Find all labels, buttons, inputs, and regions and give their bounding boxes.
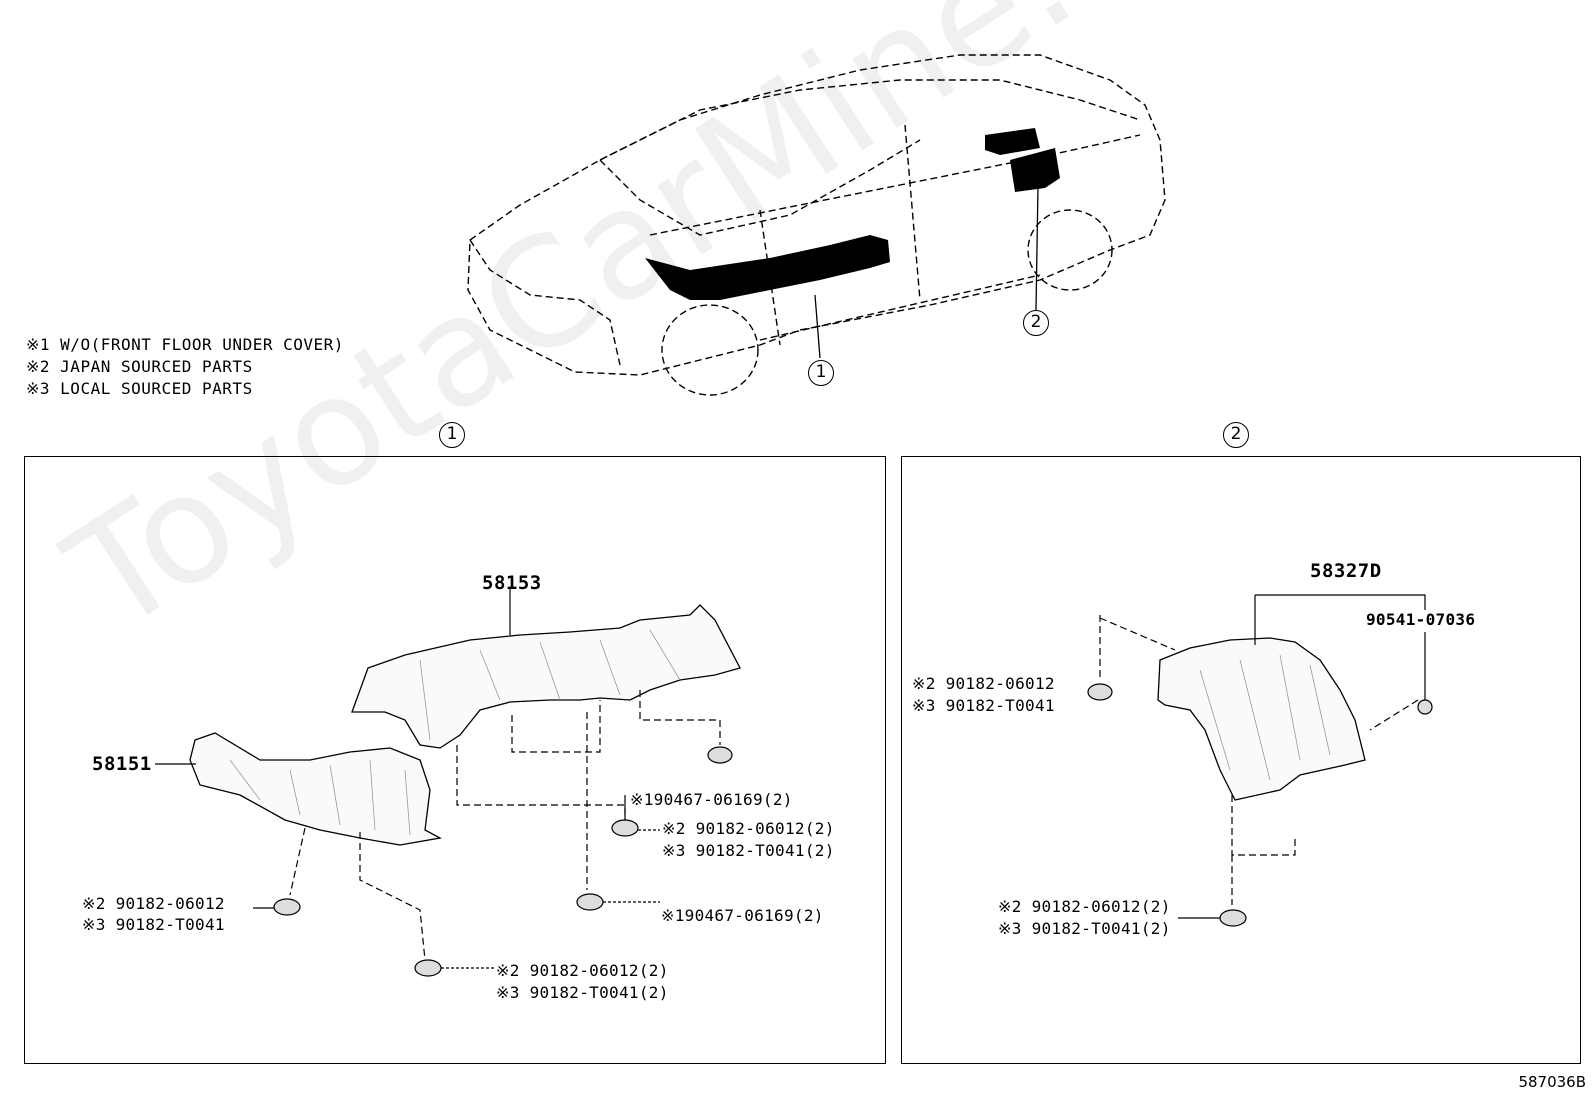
clip-label-g-2[interactable]: ※3 90182-T0041(2): [998, 919, 1171, 938]
car-callout-2[interactable]: 2: [1023, 310, 1049, 336]
car-front: [469, 239, 621, 366]
clips-panel-1: [273, 746, 733, 977]
car-beltline: [649, 134, 1141, 236]
notes-block: ※1 W/O(FRONT FLOOR UNDER COVER) ※2 JAPAN…: [26, 334, 344, 400]
clip-label-d-2[interactable]: ※3 90182-T0041: [82, 915, 225, 934]
car-windshield: [599, 139, 921, 236]
note-1: ※1 W/O(FRONT FLOOR UNDER COVER): [26, 335, 344, 354]
clip-label-e-1[interactable]: ※2 90182-06012(2): [496, 961, 669, 980]
clip-label-a[interactable]: ※190467-06169(2): [630, 790, 793, 809]
diagram-id: 587036B: [1518, 1073, 1586, 1091]
detail-panel-1: [24, 456, 886, 1064]
car-roofline: [599, 79, 1141, 161]
rear-wheel: [1027, 209, 1113, 291]
front-wheel: [661, 304, 759, 396]
clip-label-d-1[interactable]: ※2 90182-06012: [82, 894, 225, 913]
note-2: ※2 JAPAN SOURCED PARTS: [26, 357, 253, 376]
detail-panel-2: [901, 456, 1581, 1064]
part-label-90541-07036[interactable]: 90541-07036: [1366, 610, 1476, 629]
note-3: ※3 LOCAL SOURCED PARTS: [26, 379, 253, 398]
car-outline: [467, 54, 1166, 376]
clip-label-g-1[interactable]: ※2 90182-06012(2): [998, 897, 1171, 916]
highlight-front-insulator: [645, 235, 890, 300]
panel-1-heading: 1: [439, 422, 465, 448]
car-sill: [759, 274, 1041, 341]
car-callout-1[interactable]: 1: [808, 360, 834, 386]
highlight-rear-insulator-lower: [1010, 148, 1060, 192]
part-label-58151[interactable]: 58151: [92, 753, 152, 775]
car-door-line-2: [904, 124, 921, 301]
part-label-58327D[interactable]: 58327D: [1310, 560, 1382, 582]
clip-label-b-2[interactable]: ※3 90182-T0041(2): [662, 841, 835, 860]
insulator-58151-shape: [189, 732, 442, 846]
clip-label-b-1[interactable]: ※2 90182-06012(2): [662, 819, 835, 838]
clip-label-c[interactable]: ※190467-06169(2): [661, 906, 824, 925]
clip-label-e-2[interactable]: ※3 90182-T0041(2): [496, 983, 669, 1002]
highlight-rear-insulator-upper: [985, 128, 1040, 155]
panel-2-heading: 2: [1223, 422, 1249, 448]
clip-label-f-2[interactable]: ※3 90182-T0041: [912, 696, 1055, 715]
clip-label-f-1[interactable]: ※2 90182-06012: [912, 674, 1055, 693]
part-label-58153[interactable]: 58153: [482, 572, 542, 594]
